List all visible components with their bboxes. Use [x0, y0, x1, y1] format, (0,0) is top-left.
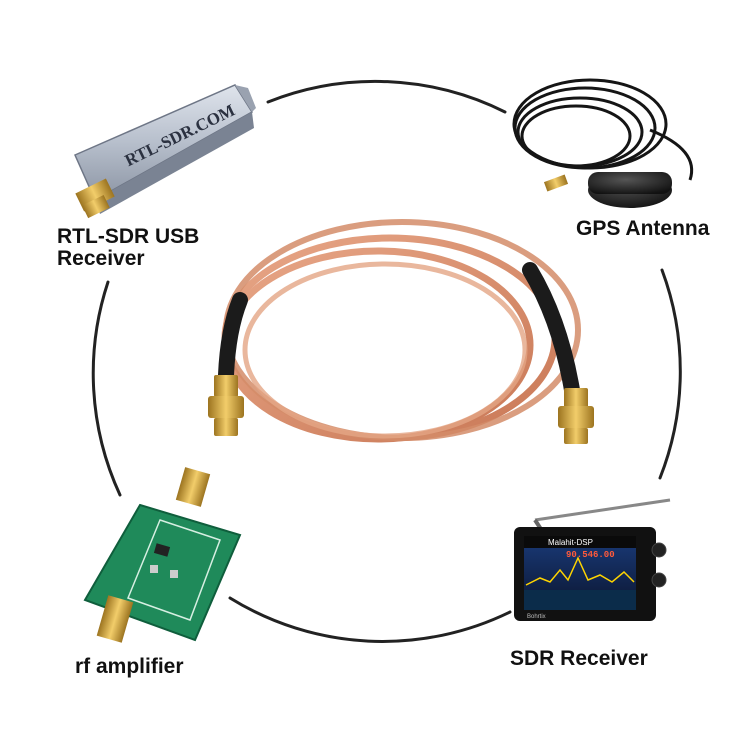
sma-connector-left [208, 375, 244, 436]
rtl-sdr-label: RTL-SDR USB Receiver [57, 226, 199, 270]
sdr-screen-frequency: 90.546.00 [566, 550, 615, 560]
sdr-brand: Bohrtix [527, 614, 546, 620]
rtl-sdr-label-line1: RTL-SDR USB [57, 225, 200, 248]
sma-connector-right [558, 388, 594, 444]
rf-amplifier-label: rf amplifier [75, 655, 184, 678]
rtl-sdr-label-line2: Receiver [57, 247, 145, 270]
sdr-receiver-label: SDR Receiver [510, 647, 648, 670]
sdr-screen-title: Malahit-DSP [548, 538, 593, 547]
rtl-sdr-dongle-image: RTL-SDR.COM [74, 84, 256, 219]
gps-antenna-label: GPS Antenna [576, 217, 710, 240]
coax-cable [208, 219, 594, 444]
connection-circle [91, 79, 682, 643]
gps-antenna-image [512, 78, 693, 208]
rf-amplifier-image [83, 467, 242, 643]
sdr-receiver-image: Malahit-DSP 90.546.00 Bohrtix [514, 498, 671, 621]
